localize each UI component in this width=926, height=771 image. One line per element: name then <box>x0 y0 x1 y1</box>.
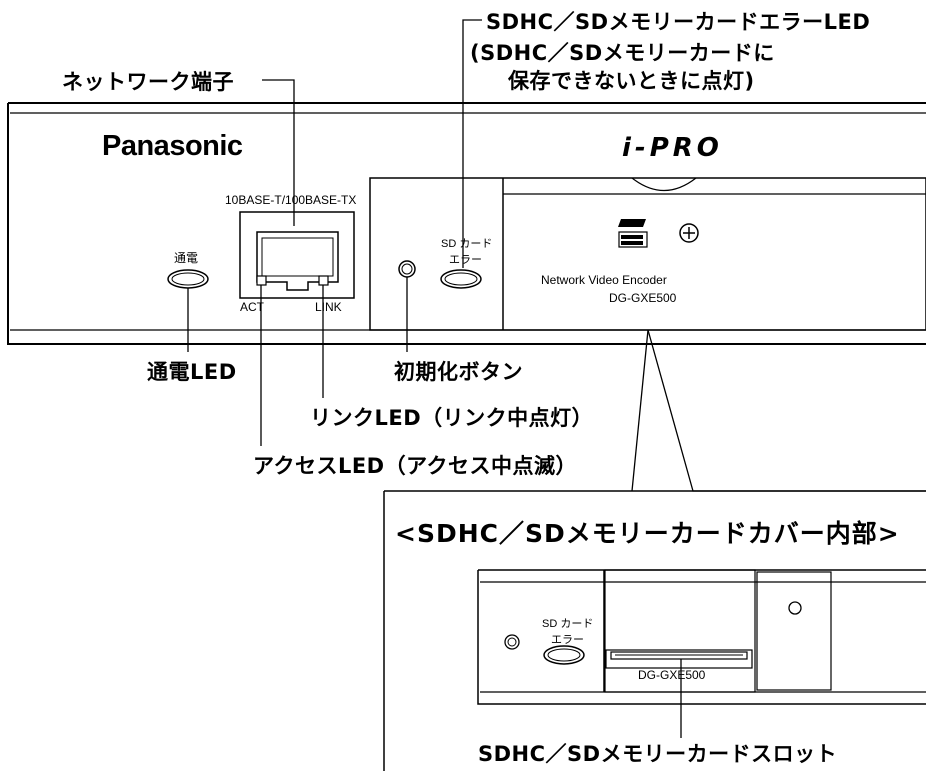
callout-sd-slot: SDHC／SDメモリーカードスロット <box>478 742 838 766</box>
sd-error-led-shape <box>440 269 482 289</box>
inset-sd-error-label-1: SD カード <box>542 618 594 630</box>
sd-logo-box <box>618 231 648 248</box>
screw-icon <box>679 223 699 243</box>
inset-title: <SDHC／SDメモリーカードカバー内部> <box>395 519 900 548</box>
inset-slot-plate <box>605 649 753 669</box>
leader-sd-error <box>462 19 482 268</box>
link-led-square <box>318 275 329 286</box>
act-led-square <box>256 275 267 286</box>
act-label: ACT <box>240 300 264 314</box>
inset-panel-outline <box>477 569 926 705</box>
model-line-2: DG-GXE500 <box>609 291 677 305</box>
callout-init-button: 初期化ボタン <box>394 360 523 384</box>
network-port-outer <box>239 211 355 299</box>
front-panel-outline <box>7 102 926 345</box>
brand-logo: Panasonic <box>102 130 243 162</box>
sd-logo-mark <box>618 219 646 227</box>
power-label: 通電 <box>174 251 199 265</box>
inset-frame <box>383 490 926 771</box>
init-button-shape <box>398 260 416 278</box>
callout-power-led: 通電LED <box>147 360 237 384</box>
zoom-line-left <box>631 329 649 492</box>
link-label: LINK <box>315 300 342 314</box>
callout-network-port: ネットワーク端子 <box>62 70 234 94</box>
inset-right-panel <box>756 571 832 691</box>
inset-screw <box>788 601 802 615</box>
inset-sd-error-label-2: エラー <box>551 634 584 646</box>
model-line-1: Network Video Encoder <box>541 273 667 287</box>
callout-sd-error-led-note-1: (SDHC／SDメモリーカードに <box>470 41 775 65</box>
sd-error-label-2: エラー <box>449 254 482 266</box>
inset-slot-label: DG-GXE500 <box>638 668 706 682</box>
series-mark: i-PRO <box>622 133 723 163</box>
port-spec-label: 10BASE-T/100BASE-TX <box>225 193 357 207</box>
inset-init-button <box>504 634 520 650</box>
inset-sd-error-led <box>543 645 585 665</box>
zoom-line-right <box>647 329 926 492</box>
callout-sd-error-led-note-2: 保存できないときに点灯) <box>508 69 755 93</box>
network-port-socket <box>256 231 339 291</box>
callout-access-led: アクセスLED（アクセス中点滅） <box>253 454 578 478</box>
callout-link-led: リンクLED（リンク中点灯） <box>310 406 594 430</box>
sd-error-label-1: SD カード <box>441 238 493 250</box>
leader-network <box>262 79 295 226</box>
network-port-inner <box>261 237 334 277</box>
callout-sd-error-led: SDHC／SDメモリーカードエラーLED <box>486 10 871 34</box>
inset-card-slot-area <box>604 569 756 693</box>
sd-cover-arc <box>631 177 697 191</box>
